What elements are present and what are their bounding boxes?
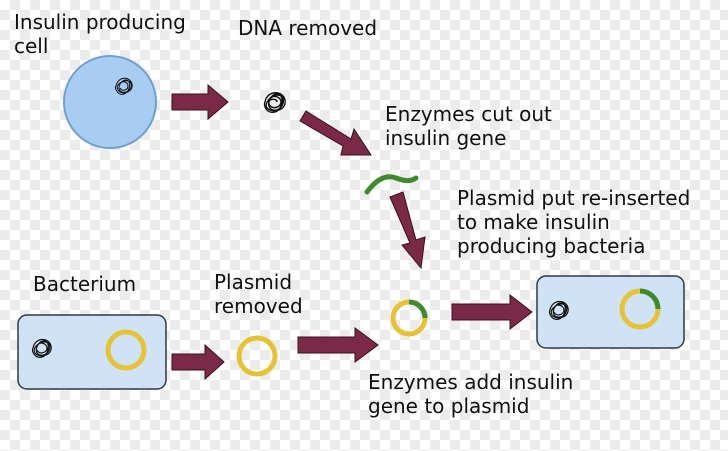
bacterium-dna-icon [31,338,52,358]
recombinant-plasmid [390,299,428,337]
label-insulin-producing-cell: Insulin producing cell [14,10,186,58]
arrow-icon [171,343,225,381]
cell-body [63,55,157,149]
arrow-icon [451,293,533,331]
arrow-icon [299,110,372,156]
plasmid-ring-icon [236,335,278,377]
dna-tangle-icon [263,92,286,114]
insulin-bacterium-gene-segment [639,288,661,310]
label-enzymes-add: Enzymes add insulin gene to plasmid [368,370,574,418]
cell-dna-icon [115,77,133,95]
insulin-bacterium [536,275,685,349]
arrow-icon [389,191,426,270]
insulin-bacterium-body [536,275,685,349]
label-plasmid-reinserted: Plasmid put re-inserted to make insulin … [457,186,691,258]
label-dna-removed: DNA removed [238,16,378,40]
arrow-icon [297,327,379,363]
bacterium [17,314,167,390]
label-enzymes-cut: Enzymes cut out insulin gene [385,102,552,150]
bacterium-plasmid-icon [105,329,147,371]
label-plasmid-removed: Plasmid removed [214,270,303,318]
insulin-cell [63,55,157,149]
label-bacterium: Bacterium [33,272,137,296]
arrow-icon [171,83,229,121]
insulin-bacterium-dna-icon [548,300,569,320]
insulin-gene-icon [364,174,419,195]
inserted-gene-segment [408,299,428,319]
